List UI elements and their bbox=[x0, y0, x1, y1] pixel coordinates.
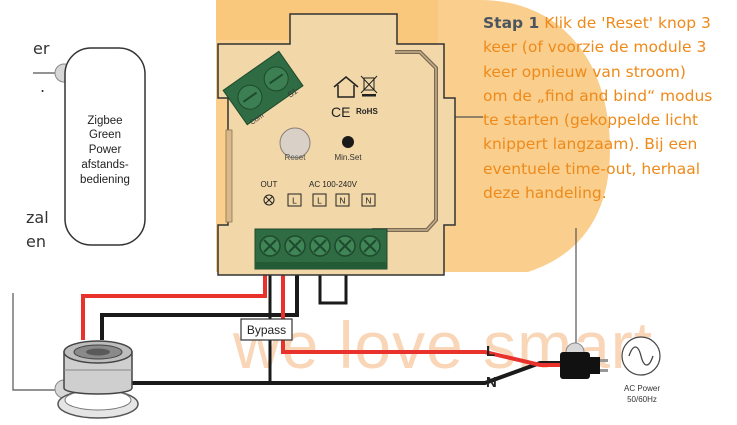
cropped-text-1: er bbox=[33, 39, 50, 58]
output-terminal-block bbox=[254, 228, 388, 270]
min-set-knob[interactable] bbox=[342, 136, 354, 148]
bypass-label: Bypass bbox=[247, 323, 286, 337]
remote-label-line-4: afstands- bbox=[81, 159, 128, 171]
min-set-label: Min.Set bbox=[334, 153, 362, 162]
terminal-letter-n1: N bbox=[339, 196, 345, 206]
step-line-6: knippert langzaam). Bij een bbox=[483, 135, 698, 154]
terminal-letter-n2: N bbox=[365, 196, 371, 206]
live-wire-top bbox=[81, 268, 267, 340]
bypass-module: Bypass bbox=[240, 318, 293, 341]
power-plug-icon bbox=[560, 352, 608, 379]
step-line-1: Stap 1 Klik de 'Reset' knop 3 bbox=[483, 11, 737, 35]
reset-label: Reset bbox=[285, 153, 307, 162]
cropped-text-4: en bbox=[26, 232, 46, 251]
terminal-letter-boxes bbox=[287, 193, 376, 207]
out-terminal-icon bbox=[263, 194, 275, 206]
step-line-8: deze handeling. bbox=[483, 184, 607, 203]
ac-power-label-2: 50/60Hz bbox=[627, 395, 657, 404]
dimmer-module: S1 Com CE RoHS Reset Min.Set OUT AC 100-… bbox=[217, 13, 456, 276]
step-line-2: keer (of voorzie de module 3 bbox=[483, 38, 707, 57]
remote-label-line-3: Power bbox=[89, 144, 122, 156]
remote-label-line-5: bediening bbox=[80, 174, 130, 186]
reset-button[interactable] bbox=[279, 127, 311, 159]
step-line-3: keer opnieuw van stroom) bbox=[483, 62, 686, 81]
step-text-1: Klik de 'Reset' knop 3 bbox=[544, 14, 711, 32]
step-line-7: eventuele time-out, herhaal bbox=[483, 159, 700, 178]
live-wire-label: L bbox=[486, 343, 495, 360]
terminal-letter-l2: L bbox=[317, 196, 322, 206]
step-title: Stap 1 bbox=[483, 14, 540, 32]
ac-power-source-icon bbox=[621, 336, 661, 376]
remote-label-line-2: Green bbox=[89, 129, 121, 141]
ac-label: AC 100-240V bbox=[309, 180, 358, 189]
out-label: OUT bbox=[261, 180, 278, 189]
ce-mark: CE bbox=[331, 104, 350, 120]
house-icon bbox=[333, 76, 359, 98]
downlight-icon bbox=[57, 340, 139, 419]
zigbee-remote: Zigbee Green Power afstands- bediening bbox=[64, 47, 146, 246]
ac-power-label-1: AC Power bbox=[624, 384, 660, 393]
step-instructions: Stap 1 Klik de 'Reset' knop 3 keer (of v… bbox=[483, 11, 737, 205]
rohs-mark: RoHS bbox=[356, 107, 378, 116]
step-line-4: om de „find and bind“ modus bbox=[483, 86, 713, 105]
terminal-letter-l1: L bbox=[292, 196, 297, 206]
remote-label-line-1: Zigbee bbox=[87, 115, 122, 127]
weee-bin-icon bbox=[360, 75, 378, 97]
neutral-wire-label: N bbox=[486, 374, 497, 391]
step-line-5: te starten (gekoppelde licht bbox=[483, 111, 699, 130]
jumper-loop bbox=[318, 268, 348, 305]
cropped-text-3: zal bbox=[26, 208, 49, 227]
neutral-wire bbox=[100, 268, 299, 340]
cropped-text-2: . bbox=[40, 77, 46, 96]
